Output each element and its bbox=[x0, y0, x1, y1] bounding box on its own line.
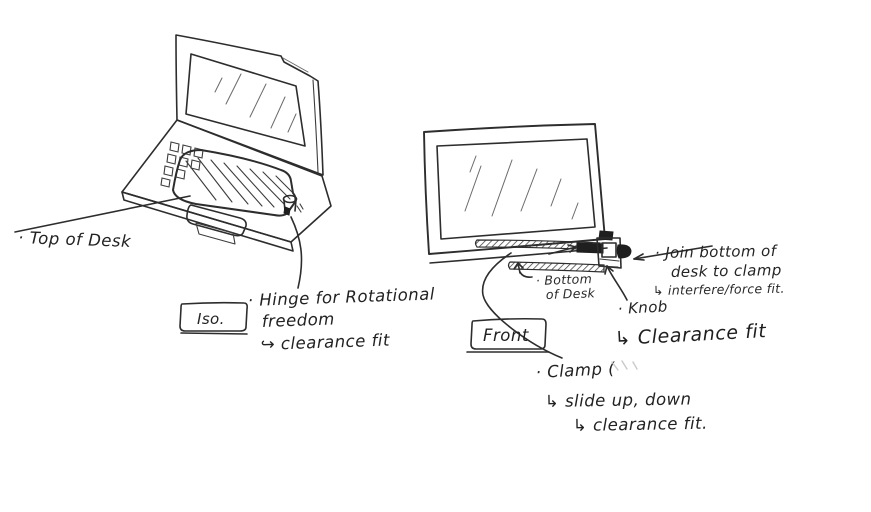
clamp-annotation: · Clamp ( ↳ slide up, down ↳ clearance f… bbox=[535, 359, 708, 435]
bottom-of-desk-line2: of Desk bbox=[546, 285, 596, 302]
clamp-knob bbox=[616, 244, 632, 259]
hinge-leader-line bbox=[290, 216, 303, 289]
top-of-desk-leader-line bbox=[14, 195, 191, 233]
join-note-arrow bbox=[633, 245, 713, 261]
hinge-note-line2: freedom bbox=[261, 309, 335, 331]
clamp-bracket-detail bbox=[599, 258, 620, 268]
clamp-label: · Clamp ( bbox=[535, 359, 616, 382]
front-view-label: Front bbox=[483, 326, 529, 345]
iso-view-label: Iso. bbox=[197, 310, 225, 328]
bottom-of-desk-arrow bbox=[513, 262, 533, 278]
knob-note: ↳ Clearance fit bbox=[614, 320, 768, 350]
knob-label: · Knob bbox=[617, 297, 668, 318]
keyboard-keys bbox=[160, 141, 204, 188]
desk-pad-hatching bbox=[185, 157, 293, 208]
clamp-bracket bbox=[596, 237, 622, 269]
clamp-leader-curve bbox=[481, 252, 563, 359]
join-note-line2: desk to clamp bbox=[671, 261, 782, 281]
bottom-of-desk-line1: · Bottom bbox=[536, 271, 593, 288]
clamp-note-line2: ↳ clearance fit. bbox=[573, 414, 708, 435]
join-note-line3: ↳ interfere/force fit. bbox=[653, 281, 785, 298]
hinge-pin bbox=[282, 194, 304, 216]
front-view: · Bottom of Desk · Join bottom of desk t… bbox=[423, 123, 785, 435]
clamp-erased-marks bbox=[611, 360, 638, 371]
clamp-bracket-window bbox=[601, 242, 617, 258]
hinge-annotation: · Hinge for Rotational freedom ↪ clearan… bbox=[247, 284, 435, 354]
monitor-screen-reflections bbox=[464, 155, 579, 220]
laptop-screen bbox=[185, 53, 306, 147]
hinge-note-line1: · Hinge for Rotational bbox=[247, 284, 435, 310]
laptop-base-front-face bbox=[121, 191, 294, 252]
laptop-lid-top-detail bbox=[282, 57, 309, 73]
clamp-joint-fill bbox=[576, 242, 604, 254]
monitor-frame bbox=[423, 123, 606, 255]
joint-pointer-arrow bbox=[548, 244, 577, 255]
desk-bottom-bar bbox=[507, 261, 605, 273]
front-view-label-box: Front bbox=[466, 317, 550, 353]
desk-top-bar bbox=[474, 239, 601, 251]
desk-pad bbox=[172, 149, 297, 217]
monitor-screen bbox=[436, 138, 596, 240]
clamp-assembly bbox=[576, 230, 632, 269]
join-annotation: · Join bottom of desk to clamp ↳ interfe… bbox=[653, 242, 785, 298]
join-note-line1: · Join bottom of bbox=[655, 242, 779, 262]
top-of-desk-label: · Top of Desk bbox=[18, 228, 133, 251]
iso-view: · Top of Desk Iso. · Hinge for Rotationa… bbox=[14, 34, 435, 354]
bottom-of-desk-annotation: · Bottom of Desk bbox=[536, 271, 596, 302]
laptop-lid-edge bbox=[312, 79, 319, 173]
knob-arrow bbox=[604, 265, 628, 301]
laptop-screen-reflections bbox=[214, 73, 297, 133]
clamp-note-line1: ↳ slide up, down bbox=[545, 389, 692, 411]
iso-view-label-box: Iso. bbox=[179, 301, 248, 335]
laptop-lid bbox=[175, 34, 324, 176]
hinge-note-line3: ↪ clearance fit bbox=[260, 331, 390, 354]
laptop-base bbox=[121, 119, 332, 243]
touchpad bbox=[186, 204, 247, 245]
